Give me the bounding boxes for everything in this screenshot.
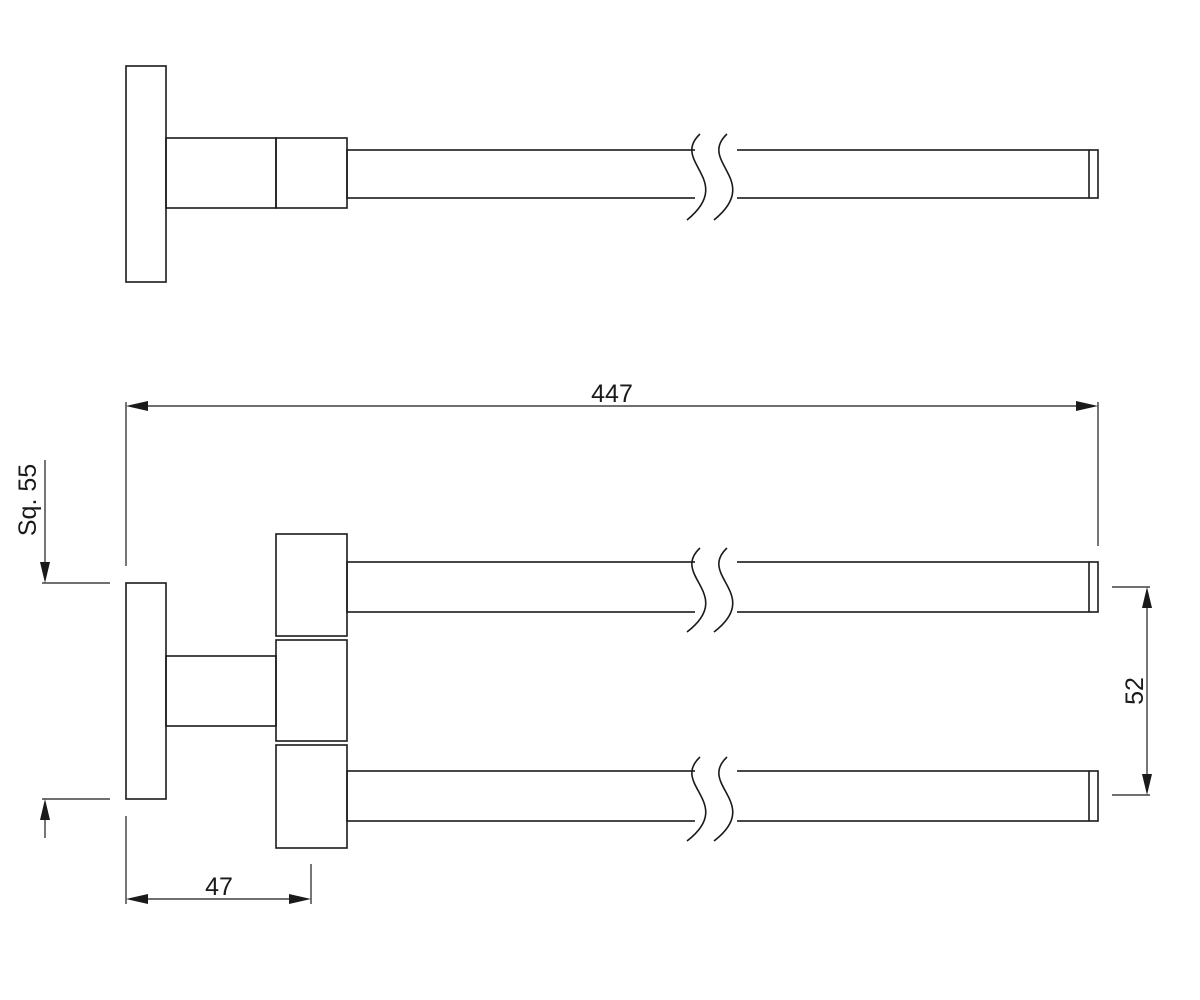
dimension-label-overall-length: 447 bbox=[591, 380, 633, 408]
top-view bbox=[125, 65, 1099, 283]
top-stem bbox=[165, 137, 277, 209]
dimension-label-arm-spacing: 52 bbox=[1121, 677, 1149, 705]
lower-break-symbol bbox=[686, 756, 737, 842]
wall-plate bbox=[125, 582, 167, 800]
dimension-plate-square: Sq. 55 bbox=[14, 460, 110, 838]
top-break-symbol bbox=[686, 133, 737, 221]
dimension-label-plate-square: Sq. 55 bbox=[14, 464, 42, 536]
hub-middle bbox=[275, 639, 348, 742]
dimension-arm-spacing: 52 bbox=[1112, 586, 1152, 796]
top-wall-plate bbox=[125, 65, 167, 283]
dimension-plate-to-hub: 47 bbox=[125, 816, 312, 904]
stem bbox=[165, 655, 277, 727]
hub-lower bbox=[275, 744, 348, 849]
top-hub bbox=[275, 137, 348, 209]
dimension-label-plate-to-hub: 47 bbox=[205, 873, 233, 901]
hub-upper bbox=[275, 533, 348, 637]
bottom-view bbox=[125, 533, 1099, 849]
dimension-overall-length: 447 bbox=[125, 380, 1099, 566]
upper-break-symbol bbox=[686, 547, 737, 633]
